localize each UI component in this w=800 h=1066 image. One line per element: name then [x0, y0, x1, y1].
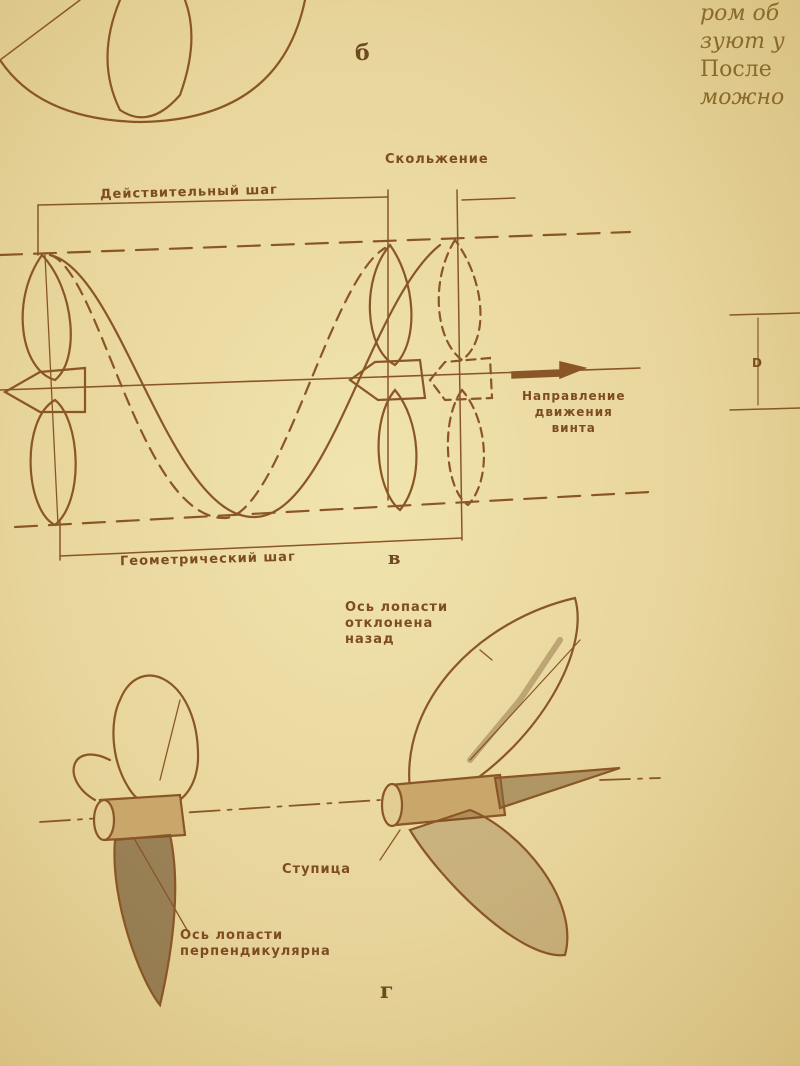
- diameter-label: D: [752, 356, 763, 370]
- text-line-4: можно: [700, 85, 785, 110]
- pitch-diagram: [0, 189, 800, 561]
- figure-b-circle-drawing: [0, 0, 307, 124]
- blade-axis-perp-label: Ось лопасти перпендикулярна: [180, 928, 331, 960]
- page-text-fragment: ром об зуют у После можно: [700, 0, 785, 112]
- direction-arrow-icon: [511, 361, 588, 380]
- direction-line-3: винта: [551, 421, 596, 435]
- blade-axis-back-line-3: назад: [345, 632, 395, 647]
- hub-label: Ступица: [282, 862, 352, 877]
- blade-axis-back-line-1: Ось лопасти: [345, 600, 449, 615]
- figure-label-g: г: [380, 978, 394, 1004]
- text-line-3: После: [700, 57, 772, 82]
- text-line-1: ром об: [700, 1, 780, 26]
- direction-line-1: Направление: [522, 389, 626, 403]
- propeller-middle: [348, 243, 427, 512]
- top-dashed-line: [0, 230, 632, 257]
- blade-axis-back-line-2: отклонена: [345, 616, 434, 631]
- slip-label: Скольжение: [385, 152, 489, 167]
- text-line-2: зуют у: [700, 29, 785, 54]
- bottom-dashed-line: [13, 490, 652, 529]
- blade-axis-perp-line-1: Ось лопасти: [180, 928, 284, 943]
- figure-label-b: б: [355, 40, 370, 66]
- propeller-dashed: [428, 238, 494, 507]
- blade-axis-perp-line-2: перпендикулярна: [180, 944, 331, 959]
- blade-axis-back-label: Ось лопасти отклонена назад: [345, 600, 448, 648]
- propeller-left: [2, 253, 87, 527]
- propeller-perpendicular-drawing: [39, 674, 381, 1008]
- direction-label: Направление движения винта: [522, 388, 625, 436]
- direction-line-2: движения: [534, 405, 613, 419]
- figure-label-v: в: [388, 548, 401, 569]
- propeller-raked-drawing: [379, 596, 661, 957]
